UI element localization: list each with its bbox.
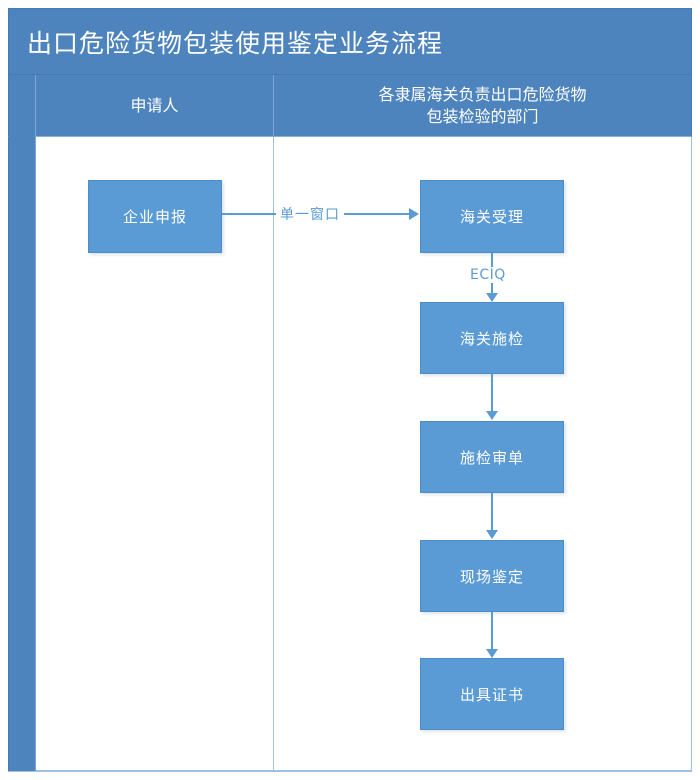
- node-onsite-appraisal[interactable]: 现场鉴定: [420, 540, 564, 612]
- edge-arrow-declaration-to-acceptance: [409, 208, 419, 220]
- lane-header-customs: 各隶属海关负责出口危险货物 包装检验的部门: [274, 75, 691, 137]
- node-enterprise-declaration-label: 企业申报: [122, 208, 187, 226]
- node-inspection-review[interactable]: 施检审单: [420, 421, 564, 493]
- lane-header-customs-label: 各隶属海关负责出口危险货物 包装检验的部门: [378, 85, 587, 126]
- edge-label-single-window: 单一窗口: [276, 204, 344, 224]
- node-certificate-issuance-label: 出具证书: [459, 685, 524, 704]
- chart-title-band: 出口危险货物包装使用鉴定业务流程: [8, 8, 692, 75]
- node-customs-acceptance[interactable]: 海关受理: [420, 180, 564, 253]
- node-customs-inspection[interactable]: 海关施检: [420, 302, 564, 374]
- edge-line-inspection-to-review: [491, 373, 493, 413]
- node-enterprise-declaration[interactable]: 企业申报: [88, 180, 222, 253]
- edge-line-appraisal-to-certificate: [491, 611, 493, 651]
- lane-header-gutter: [9, 75, 36, 137]
- edge-arrow-appraisal-to-certificate: [486, 649, 498, 658]
- node-customs-inspection-label: 海关施检: [459, 329, 524, 348]
- lane-header-band: 申请人 各隶属海关负责出口危险货物 包装检验的部门: [8, 75, 692, 137]
- edge-arrow-review-to-appraisal: [486, 530, 498, 539]
- edge-arrow-acceptance-to-inspection: [486, 293, 498, 302]
- edge-line-review-to-appraisal: [491, 492, 493, 532]
- node-customs-acceptance-label: 海关受理: [459, 208, 524, 226]
- edge-arrow-inspection-to-review: [486, 411, 498, 420]
- lane-divider: [273, 137, 274, 771]
- lane-header-applicant-label: 申请人: [130, 96, 179, 115]
- node-certificate-issuance[interactable]: 出具证书: [420, 658, 564, 730]
- node-inspection-review-label: 施检审单: [459, 448, 524, 467]
- lane-header-applicant: 申请人: [36, 75, 274, 137]
- node-onsite-appraisal-label: 现场鉴定: [459, 567, 524, 586]
- page-title: 出口危险货物包装使用鉴定业务流程: [27, 28, 444, 58]
- edge-label-eciq: ECIQ: [466, 267, 510, 283]
- lane-gutter-strip: [8, 137, 36, 771]
